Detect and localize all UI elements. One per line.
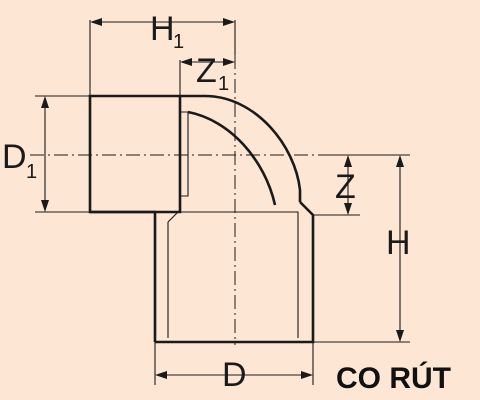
label-d1-main: D xyxy=(2,138,27,176)
label-h1-main: H xyxy=(150,10,175,48)
dimension-d xyxy=(155,371,313,379)
label-d: D xyxy=(222,356,247,394)
fitting-body xyxy=(88,94,315,344)
centerlines xyxy=(30,55,320,345)
label-z1: Z 1 xyxy=(196,52,229,95)
label-d1-sub: 1 xyxy=(26,161,37,183)
dimension-d1 xyxy=(41,96,49,212)
dimension-z1 xyxy=(180,58,235,66)
label-d1: D 1 xyxy=(2,138,37,183)
outer-bend xyxy=(180,94,302,202)
shoulder-outline xyxy=(90,201,315,344)
extension-lines xyxy=(35,20,410,385)
label-z1-sub: 1 xyxy=(218,73,229,95)
label-z1-main: Z xyxy=(196,52,217,90)
fitting-title: CO RÚT xyxy=(336,361,451,395)
label-h: H xyxy=(386,224,411,262)
dimension-h1 xyxy=(90,18,235,26)
bottom-socket-bore xyxy=(167,211,299,338)
dimension-z xyxy=(344,155,352,215)
label-h1: H 1 xyxy=(150,10,184,53)
dimension-h xyxy=(396,155,404,342)
label-h1-sub: 1 xyxy=(173,31,184,53)
top-socket-outline xyxy=(88,94,182,214)
inner-bend xyxy=(187,110,277,206)
top-socket-bore xyxy=(180,111,189,197)
label-z: Z xyxy=(335,168,356,206)
